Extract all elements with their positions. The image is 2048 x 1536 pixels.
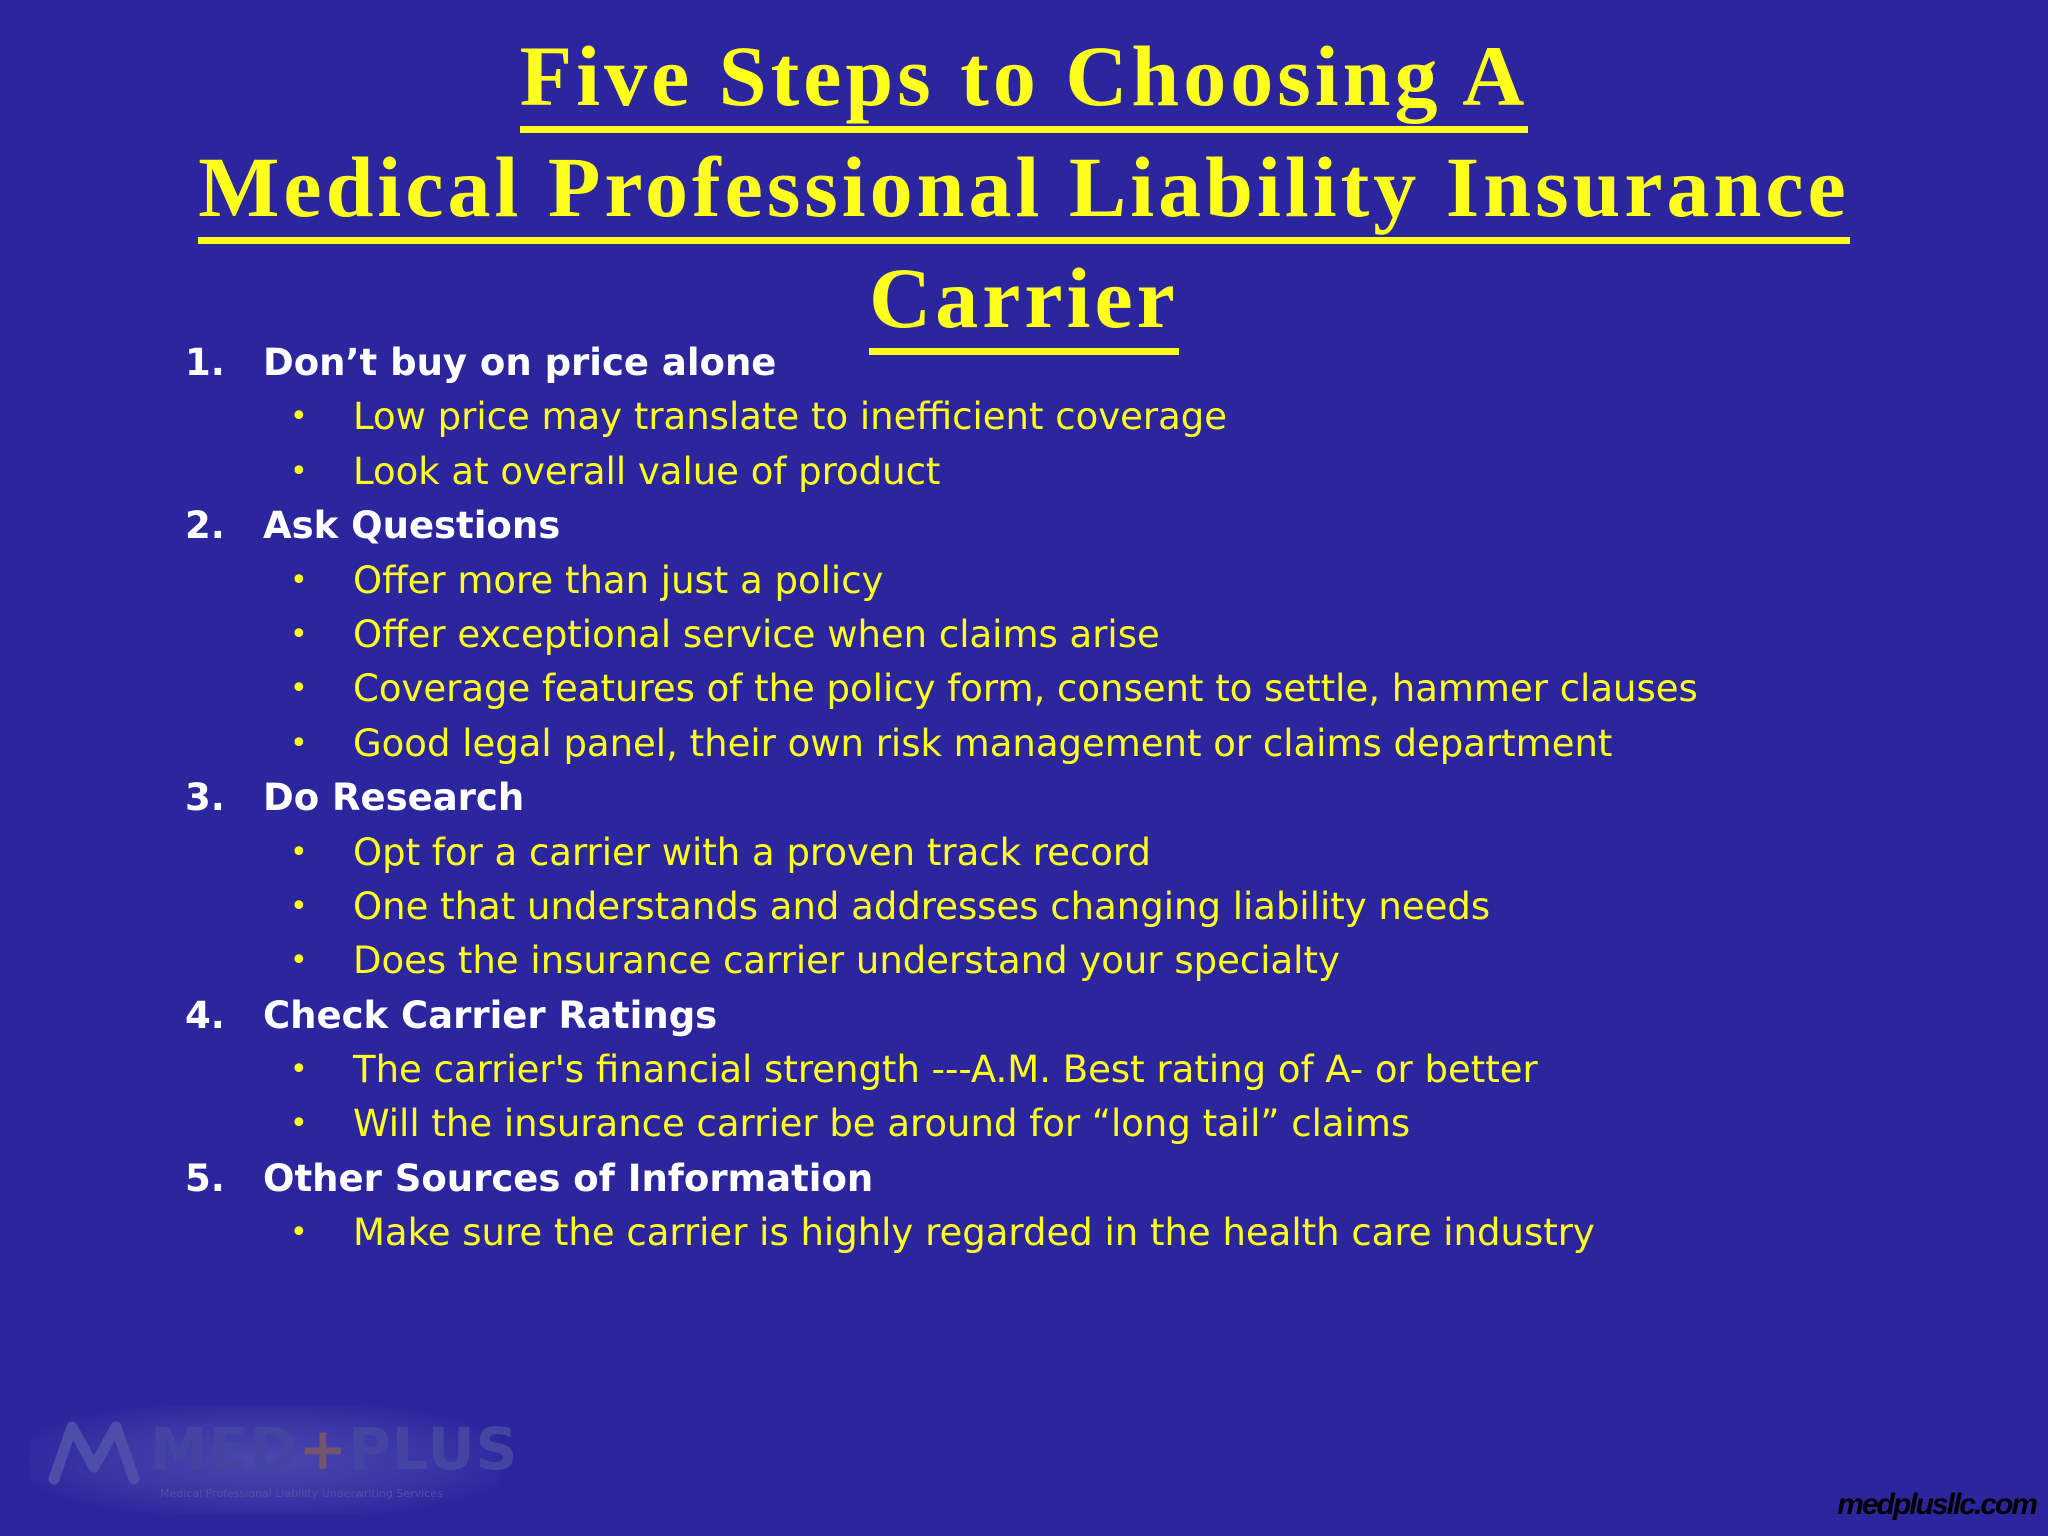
step-item: 3. Do Research: [185, 771, 1985, 825]
bullet-item: • Will the insurance carrier be around fo…: [185, 1097, 1985, 1151]
bullet-text: Make sure the carrier is highly regarded…: [353, 1211, 1595, 1255]
bullet-text: Good legal panel, their own risk managem…: [353, 721, 1613, 765]
logo-wordmark: MED+PLUS: [150, 1415, 519, 1483]
steps-list: 1. Don’t buy on price alone • Low price may…: [185, 336, 1985, 1261]
title-line-1: Five Steps to Choosing A: [519, 26, 1529, 133]
bullet-item: • Look at overall value of product: [185, 445, 1985, 499]
bullet-item: • One that understands and addresses chan…: [185, 880, 1985, 934]
step-item: 4. Check Carrier Ratings: [185, 989, 1985, 1043]
step-item: 1. Don’t buy on price alone: [185, 336, 1985, 390]
bullet-item: • Offer more than just a policy: [185, 554, 1985, 608]
bullet-item: • Make sure the carrier is highly regarde…: [185, 1206, 1985, 1260]
bullet-item: • Low price may translate to inefficient …: [185, 390, 1985, 444]
bullet-icon: •: [290, 834, 308, 870]
step-title: Do Research: [263, 776, 525, 820]
step-title: Other Sources of Information: [263, 1156, 874, 1200]
logo-tagline: Medical Professional Liability Underwrit…: [160, 1487, 443, 1500]
bullet-icon: •: [290, 671, 308, 707]
step-number: 1.: [185, 341, 225, 384]
bullet-text: Offer exceptional service when claims ar…: [353, 612, 1160, 656]
bullet-text: Does the insurance carrier understand yo…: [353, 939, 1340, 983]
medplus-logo: MED+PLUS Medical Professional Liability …: [30, 1405, 517, 1515]
bullet-text: Will the insurance carrier be around for…: [353, 1102, 1411, 1146]
step-number: 4.: [185, 993, 225, 1037]
title-line-3: Carrier: [869, 248, 1179, 355]
bullet-item: • Does the insurance carrier understand y…: [185, 934, 1985, 988]
bullet-icon: •: [290, 1215, 308, 1251]
step-item: 2. Ask Questions: [185, 499, 1985, 553]
bullet-icon: •: [290, 943, 308, 979]
step-title: Check Carrier Ratings: [263, 993, 718, 1037]
step-number: 5.: [185, 1156, 225, 1200]
step-number: 3.: [185, 776, 225, 820]
bullet-icon: •: [290, 562, 308, 598]
bullet-item: • Coverage features of the policy form, c…: [185, 662, 1985, 716]
bullet-icon: •: [290, 888, 308, 924]
bullet-item: • Offer exceptional service when claims a…: [185, 608, 1985, 662]
bullet-text: Opt for a carrier with a proven track re…: [353, 830, 1151, 874]
bullet-text: Coverage features of the policy form, co…: [353, 667, 1698, 711]
bullet-item: • Opt for a carrier with a proven track r…: [185, 826, 1985, 880]
bullet-icon: •: [290, 1106, 308, 1142]
footer-website[interactable]: medplusllc.com: [1837, 1488, 2038, 1521]
bullet-icon: •: [290, 399, 308, 435]
bullet-icon: •: [290, 453, 308, 489]
medplus-m-icon: [48, 1421, 140, 1485]
bullet-icon: •: [290, 616, 308, 652]
bullet-text: The carrier's financial strength ---A.M.…: [353, 1048, 1538, 1092]
bullet-text: Look at overall value of product: [353, 449, 941, 493]
bullet-text: Offer more than just a policy: [353, 558, 884, 602]
step-title: Don’t buy on price alone: [263, 341, 777, 384]
bullet-item: • Good legal panel, their own risk manage…: [185, 717, 1985, 771]
slide-title: Five Steps to Choosing A Medical Profess…: [0, 22, 2048, 355]
step-number: 2.: [185, 504, 225, 548]
step-item: 5. Other Sources of Information: [185, 1152, 1985, 1206]
bullet-icon: •: [290, 1052, 308, 1088]
title-line-2: Medical Professional Liability Insurance: [198, 137, 1850, 244]
bullet-text: One that understands and addresses chang…: [353, 884, 1491, 928]
bullet-item: • The carrier's financial strength ---A.M…: [185, 1043, 1985, 1097]
step-title: Ask Questions: [263, 504, 561, 548]
bullet-text: Low price may translate to inefficient c…: [353, 395, 1227, 439]
bullet-icon: •: [290, 725, 308, 761]
